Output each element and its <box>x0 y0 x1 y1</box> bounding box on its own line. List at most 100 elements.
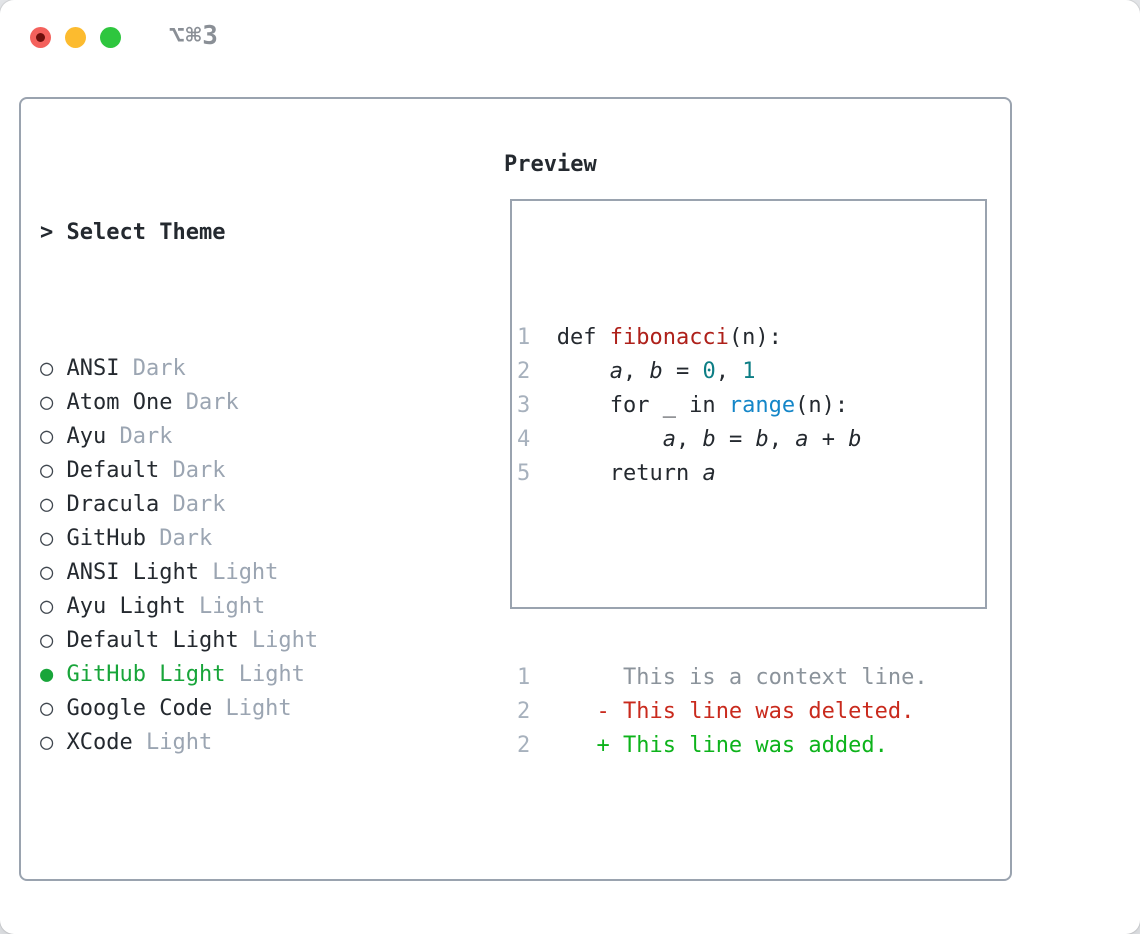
code-segment-fg: = <box>662 359 703 384</box>
theme-list-pane: > Select Theme ○ ANSI Dark○ Atom One Dar… <box>40 148 411 934</box>
theme-option-atom-one[interactable]: ○ Atom One Dark <box>40 386 411 420</box>
theme-name: Default <box>66 458 160 483</box>
line-number: 2 <box>517 699 531 724</box>
theme-variant: Dark <box>106 424 173 449</box>
code-segment-fg: , <box>715 359 743 384</box>
theme-name: ANSI <box>66 356 120 381</box>
theme-option-google-code[interactable]: ○ Google Code Light <box>40 692 411 726</box>
code-segment-var: b <box>755 427 769 452</box>
line-number: 1 <box>517 665 531 690</box>
code-segment-func: fibonacci <box>609 325 729 350</box>
theme-option-ansi-light[interactable]: ○ ANSI Light Light <box>40 556 411 590</box>
code-segment-fg: (n): <box>728 325 782 350</box>
theme-option-xcode[interactable]: ○ XCode Light <box>40 726 411 760</box>
theme-variant: Light <box>212 696 292 721</box>
code-segment-num: 0 <box>702 359 716 384</box>
code-segment-fg: def <box>556 325 610 350</box>
theme-name: Ayu <box>66 424 107 449</box>
code-segment-fg <box>557 699 597 724</box>
select-theme-header: > Select Theme <box>40 216 411 250</box>
unsaved-dot-icon <box>36 33 45 42</box>
code-segment-fg: , <box>768 427 796 452</box>
theme-variant: Light <box>225 662 305 687</box>
close-button[interactable] <box>30 27 51 48</box>
code-segment-fg: (n): <box>795 393 849 418</box>
line-number: 2 <box>517 733 531 758</box>
radio-unselected-icon: ○ <box>40 730 67 755</box>
theme-variant: Dark <box>159 458 226 483</box>
theme-option-default-light[interactable]: ○ Default Light Light <box>40 624 411 658</box>
diff-line: 2 + This line was added. <box>517 729 928 763</box>
code-segment-fg: , <box>622 359 650 384</box>
theme-variant: Dark <box>119 356 186 381</box>
zoom-button[interactable] <box>100 27 121 48</box>
code-line: 3 for _ in range(n): <box>517 389 928 423</box>
minimize-button[interactable] <box>65 27 86 48</box>
theme-variant: Dark <box>145 526 213 551</box>
preview-header: Preview <box>504 152 597 177</box>
theme-variant: Dark <box>159 492 226 517</box>
radio-unselected-icon: ○ <box>40 356 67 381</box>
diff-block: 1 This is a context line.2 - This line w… <box>517 661 928 763</box>
select-theme-label: Select Theme <box>66 220 226 245</box>
code-segment-num: 1 <box>742 359 756 384</box>
blank-line <box>517 559 928 593</box>
selection-prompt: > <box>40 220 67 245</box>
code-segment-var: a <box>702 461 716 486</box>
theme-variant: Light <box>185 594 266 619</box>
radio-unselected-icon: ○ <box>40 594 67 619</box>
diff-line: 2 - This line was deleted. <box>517 695 928 729</box>
code-line: 4 a, b = b, a + b <box>517 423 928 457</box>
line-number: 4 <box>517 427 531 452</box>
radio-unselected-icon: ○ <box>40 390 67 415</box>
theme-option-github[interactable]: ○ GitHub Dark <box>40 522 411 556</box>
code-segment-fg: return <box>556 461 703 486</box>
line-number: 3 <box>517 393 531 418</box>
code-segment-fg: + <box>808 427 849 452</box>
code-segment-var: b <box>649 359 663 384</box>
radio-unselected-icon: ○ <box>40 628 67 653</box>
line-number: 1 <box>517 325 531 350</box>
theme-name: Atom One <box>66 390 173 415</box>
code-segment-var: a <box>795 427 809 452</box>
theme-name: Google Code <box>66 696 213 721</box>
apply-to-section: Apply To ● User Settings○ Workspace Sett… <box>40 896 411 934</box>
theme-name: GitHub <box>66 526 146 551</box>
theme-variant: Light <box>198 560 279 585</box>
code-segment-fg <box>557 359 610 384</box>
code-segment-var: a <box>609 359 623 384</box>
line-number: 5 <box>517 461 531 486</box>
theme-name: Default Light <box>66 628 239 653</box>
theme-option-ayu-light[interactable]: ○ Ayu Light Light <box>40 590 411 624</box>
code-segment-builtin: range <box>728 393 796 418</box>
code-segment-fg: , <box>675 427 703 452</box>
theme-option-ansi[interactable]: ○ ANSI Dark <box>40 352 411 386</box>
theme-name: GitHub Light <box>66 662 226 687</box>
code-segment-ctx: This is a context line. <box>556 665 928 690</box>
diff-line: 1 This is a context line. <box>517 661 928 695</box>
code-segment-fg: = <box>715 427 756 452</box>
code-segment-fg: for _ in <box>556 393 729 418</box>
theme-name: XCode <box>66 730 133 755</box>
radio-unselected-icon: ○ <box>40 424 67 449</box>
radio-unselected-icon: ○ <box>40 458 67 483</box>
code-segment-fg <box>557 733 597 758</box>
theme-option-github-light[interactable]: ● GitHub Light Light <box>40 658 411 692</box>
code-segment-add: + This line was added. <box>596 733 888 758</box>
radio-unselected-icon: ○ <box>40 526 67 551</box>
code-line: 5 return a <box>517 457 928 491</box>
theme-option-default[interactable]: ○ Default Dark <box>40 454 411 488</box>
window-title: ⌥⌘3 <box>169 21 219 51</box>
code-segment-var: a <box>662 427 676 452</box>
line-number: 2 <box>517 359 531 384</box>
theme-option-ayu[interactable]: ○ Ayu Dark <box>40 420 411 454</box>
theme-option-dracula[interactable]: ○ Dracula Dark <box>40 488 411 522</box>
theme-variant: Dark <box>172 390 239 415</box>
theme-name: ANSI Light <box>66 560 199 585</box>
code-segment-fg <box>557 427 663 452</box>
code-line: 1 def fibonacci(n): <box>517 321 928 355</box>
